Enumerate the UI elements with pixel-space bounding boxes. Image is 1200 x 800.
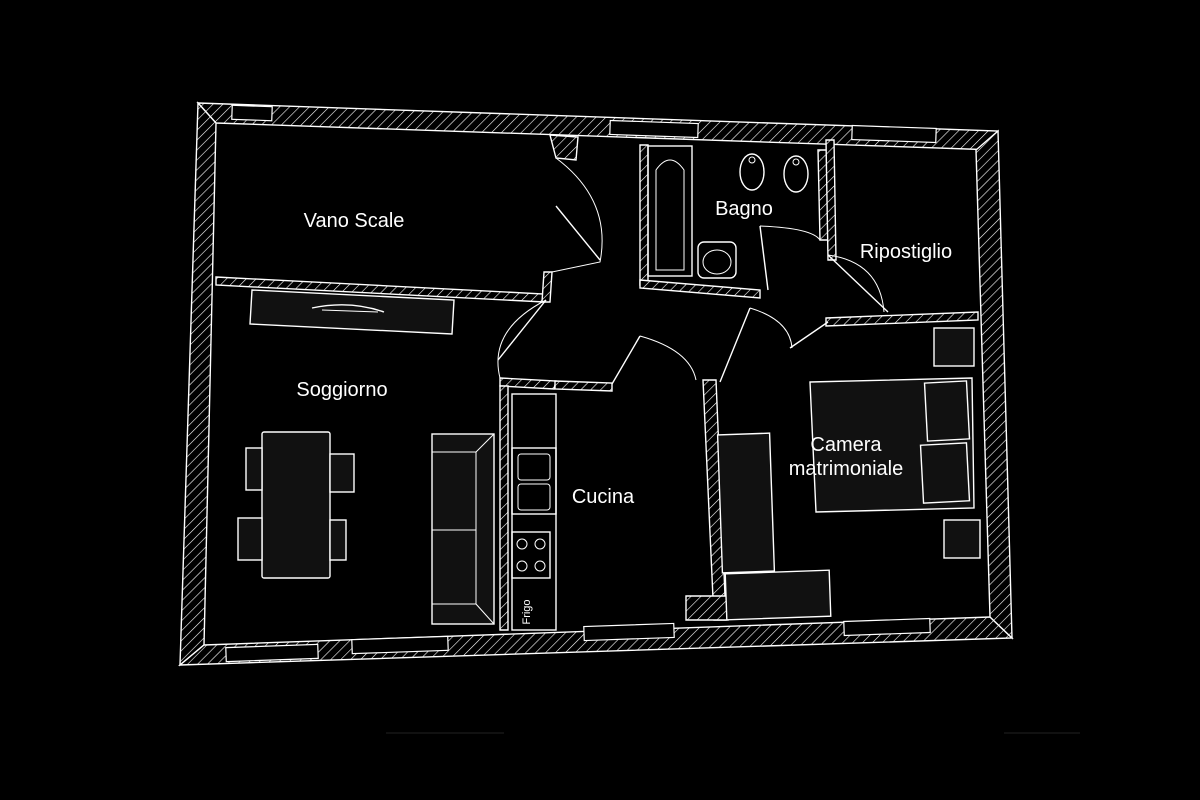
- room-label-vano-scale: Vano Scale: [304, 210, 405, 232]
- sink: [697, 241, 737, 279]
- dining-table: [237, 431, 355, 579]
- windows: [225, 104, 937, 663]
- fixture-label-frigo: Frigo: [521, 599, 533, 624]
- room-label-soggiorno: Soggiorno: [296, 379, 387, 401]
- room-label-matrimoniale: matrimoniale: [789, 458, 903, 480]
- sofa: [431, 433, 495, 625]
- double-bed: [809, 377, 975, 513]
- bathtub: [647, 145, 693, 277]
- outer-walls: [177, 101, 1014, 667]
- wardrobe: [716, 432, 832, 621]
- room-label-bagno: Bagno: [715, 198, 773, 220]
- room-label-ripostiglio: Ripostiglio: [860, 241, 952, 263]
- nightstands: [933, 327, 981, 559]
- doors: [497, 157, 889, 385]
- room-label-cucina: Cucina: [572, 486, 635, 508]
- tv-cabinet: [249, 289, 455, 335]
- toilet: [783, 155, 809, 193]
- room-label-camera: Camera: [810, 434, 882, 456]
- kitchen-counter: [511, 393, 557, 631]
- bidet: [739, 153, 765, 191]
